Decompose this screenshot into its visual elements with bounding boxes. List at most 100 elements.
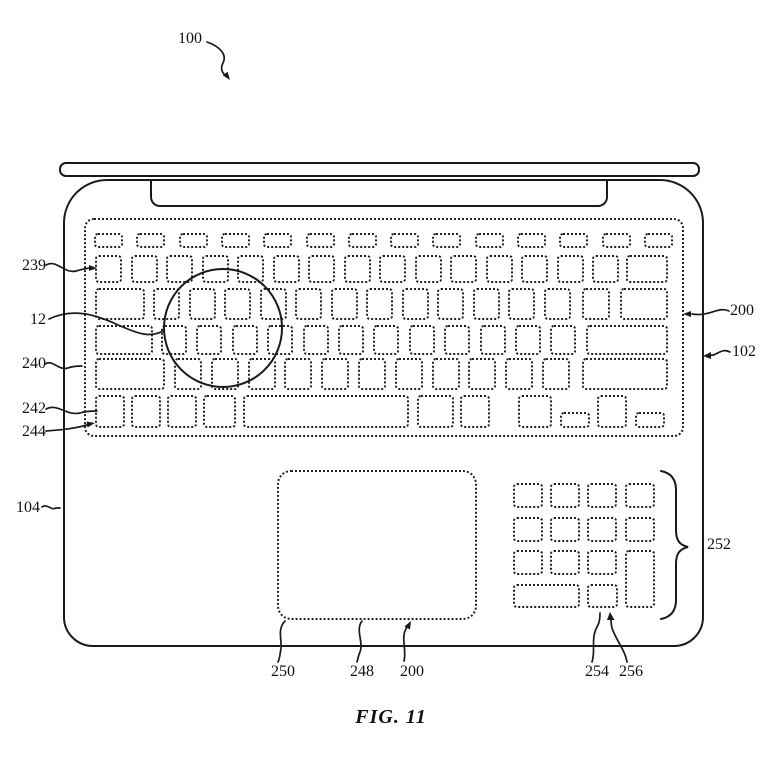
ref-label-102: 102 [732, 343, 756, 360]
keyboard-key-outline [358, 358, 386, 390]
keyboard-key-outline [432, 358, 460, 390]
keyboard-key-outline [582, 358, 668, 390]
ref-label-12: 12 [30, 311, 46, 328]
ref-label-248: 248 [350, 663, 374, 680]
keyboard-key-outline [409, 325, 435, 355]
keyboard-key-outline [395, 358, 423, 390]
numpad-key-outline [513, 584, 580, 608]
numpad-key-outline [513, 517, 543, 542]
keyboard-key-outline [338, 325, 364, 355]
keyboard-key-outline [95, 395, 125, 428]
keyboard-key-outline [417, 395, 454, 428]
ref-label-100: 100 [178, 30, 202, 47]
keyboard-key-outline [635, 412, 665, 428]
keyboard-key-outline [597, 395, 627, 428]
laptop-lid-edge [59, 162, 700, 177]
keyboard-key-outline [415, 255, 442, 283]
keyboard-key-outline [306, 233, 335, 248]
ref-label-200-right: 200 [730, 302, 754, 319]
keyboard-key-outline [331, 288, 358, 320]
keyboard-key-outline [295, 288, 322, 320]
keyboard-key-outline [480, 325, 506, 355]
keyboard-key-outline [284, 358, 312, 390]
keyboard-key-outline [559, 233, 588, 248]
keyboard-key-outline [544, 288, 571, 320]
keyboard-key-outline [602, 233, 631, 248]
numpad-key-outline [513, 550, 543, 575]
ref-label-239: 239 [22, 257, 46, 274]
keyboard-key-outline [508, 288, 535, 320]
keyboard-key-outline [521, 255, 548, 283]
keyboard-key-outline [166, 255, 193, 283]
keyboard-key-outline [444, 325, 470, 355]
keyboard-key-outline [263, 233, 292, 248]
keyboard-key-outline [95, 255, 122, 283]
keyboard-key-outline [517, 233, 546, 248]
keyboard-key-outline [560, 412, 590, 428]
keyboard-key-outline [321, 358, 349, 390]
numpad-key-outline [587, 483, 617, 508]
keyboard-key-outline [390, 233, 419, 248]
keyboard-key-outline [95, 325, 153, 355]
ref-label-256: 256 [619, 663, 643, 680]
numpad-key-outline [587, 584, 618, 608]
leader-line-102 [709, 349, 731, 357]
keyboard-key-outline [437, 288, 464, 320]
figure-caption: FIG. 11 [355, 706, 427, 728]
keyboard-key-outline [366, 288, 393, 320]
numpad-key-outline [625, 517, 655, 542]
ref-label-250: 250 [271, 663, 295, 680]
leader-line-100 [206, 41, 228, 78]
keyboard-key-outline [348, 233, 377, 248]
keyboard-key-outline [203, 395, 236, 428]
numpad-key-outline [513, 483, 543, 508]
keyboard-key-outline [515, 325, 541, 355]
keyboard-key-outline [379, 255, 406, 283]
arrowhead-102 [703, 352, 711, 359]
keyboard-key-outline [486, 255, 513, 283]
keyboard-key-outline [620, 288, 668, 320]
keyboard-key-outline [550, 325, 576, 355]
keyboard-key-outline [344, 255, 371, 283]
keyboard-key-outline [243, 395, 409, 428]
keyboard-key-outline [95, 288, 145, 320]
keyboard-key-outline [475, 233, 504, 248]
numpad-key-outline [587, 517, 617, 542]
keyboard-key-outline [95, 358, 165, 390]
numpad-key-outline [625, 483, 655, 508]
arrowhead-100 [222, 71, 230, 80]
keyboard-key-outline [586, 325, 668, 355]
leader-line-104 [41, 505, 61, 510]
keyboard-key-outline [373, 325, 399, 355]
keyboard-key-outline [273, 255, 300, 283]
numpad-key-outline [550, 517, 580, 542]
keyboard-key-outline [626, 255, 668, 283]
ref-label-252: 252 [707, 536, 731, 553]
keyboard-key-outline [94, 233, 123, 248]
keyboard-key-outline [582, 288, 610, 320]
ref-label-104: 104 [16, 499, 40, 516]
keyboard-key-outline [518, 395, 552, 428]
keyboard-key-outline [221, 233, 250, 248]
keyboard-key-outline [179, 233, 208, 248]
keyboard-key-outline [460, 395, 490, 428]
ref-label-242: 242 [22, 400, 46, 417]
keyboard-key-outline [303, 325, 329, 355]
keyboard-key-outline [308, 255, 335, 283]
keyboard-key-outline [432, 233, 461, 248]
keyboard-key-outline [402, 288, 429, 320]
keyboard-key-outline [167, 395, 197, 428]
keyboard-key-outline [644, 233, 673, 248]
numpad-key-outline [550, 550, 580, 575]
keyboard-key-outline [131, 395, 161, 428]
keyboard-key-outline [557, 255, 584, 283]
detail-circle [163, 268, 283, 388]
numpad-key-outline [625, 550, 655, 608]
numpad-key-outline [550, 483, 580, 508]
trackpad-outline [277, 470, 477, 620]
keyboard-key-outline [592, 255, 619, 283]
keyboard-key-outline [468, 358, 496, 390]
laptop-hinge-notch [150, 181, 608, 207]
keyboard-key-outline [542, 358, 570, 390]
